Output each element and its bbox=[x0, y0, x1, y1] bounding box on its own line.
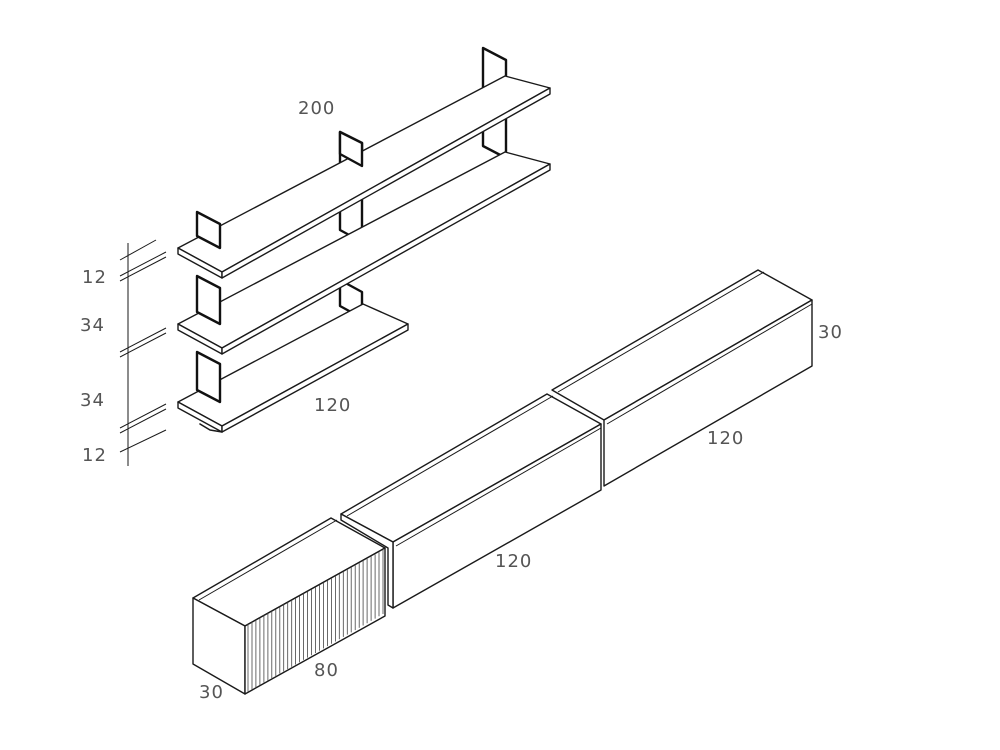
label-ribbed-cabinet-depth-30: 30 bbox=[199, 682, 224, 703]
label-height-12-bottom: 12 bbox=[82, 445, 107, 466]
shelf-base-foot bbox=[199, 423, 223, 433]
label-shelf-width-200: 200 bbox=[298, 98, 335, 119]
middle-shelf-200 bbox=[177, 151, 551, 355]
height-dimension-line bbox=[119, 239, 167, 466]
post-cap-middle bbox=[338, 130, 364, 168]
label-height-34-lower: 34 bbox=[80, 390, 105, 411]
label-middle-cabinet-width-120: 120 bbox=[495, 551, 532, 572]
label-right-cabinet-height-30: 30 bbox=[818, 322, 843, 343]
ribbed-door-texture bbox=[247, 550, 384, 692]
wall-shelf-unit bbox=[177, 46, 551, 433]
top-shelf-200 bbox=[177, 75, 551, 279]
cabinet-left-ribbed-80 bbox=[192, 517, 386, 695]
label-ribbed-cabinet-width-80: 80 bbox=[314, 660, 339, 681]
label-right-cabinet-width-120: 120 bbox=[707, 428, 744, 449]
cabinet-right-120 bbox=[551, 269, 813, 487]
bottom-shelf-120 bbox=[177, 303, 409, 433]
shelf-front-post bbox=[195, 210, 222, 404]
label-height-12-top: 12 bbox=[82, 267, 107, 288]
label-bottom-shelf-120: 120 bbox=[314, 395, 351, 416]
cabinet-middle-120 bbox=[340, 393, 602, 609]
label-height-34-upper: 34 bbox=[80, 315, 105, 336]
